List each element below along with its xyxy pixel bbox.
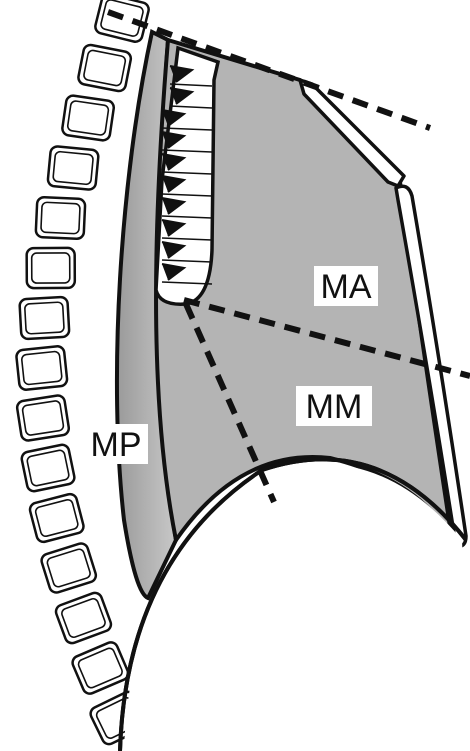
vertebra [47,146,99,190]
vertebra [16,395,70,442]
vertebra [27,248,75,288]
vertebra [28,493,85,544]
label-ma: MA [321,268,372,306]
vertebra [54,591,113,645]
vertebra [16,346,68,391]
vertebra [77,44,132,93]
vertebra [20,444,75,493]
vertebra [19,297,69,340]
label-mp: MP [91,426,142,464]
vertebra [36,197,86,239]
label-mm: MM [306,388,363,426]
vertebra [61,95,114,141]
vertebra [40,542,98,595]
vertebra [70,640,130,696]
